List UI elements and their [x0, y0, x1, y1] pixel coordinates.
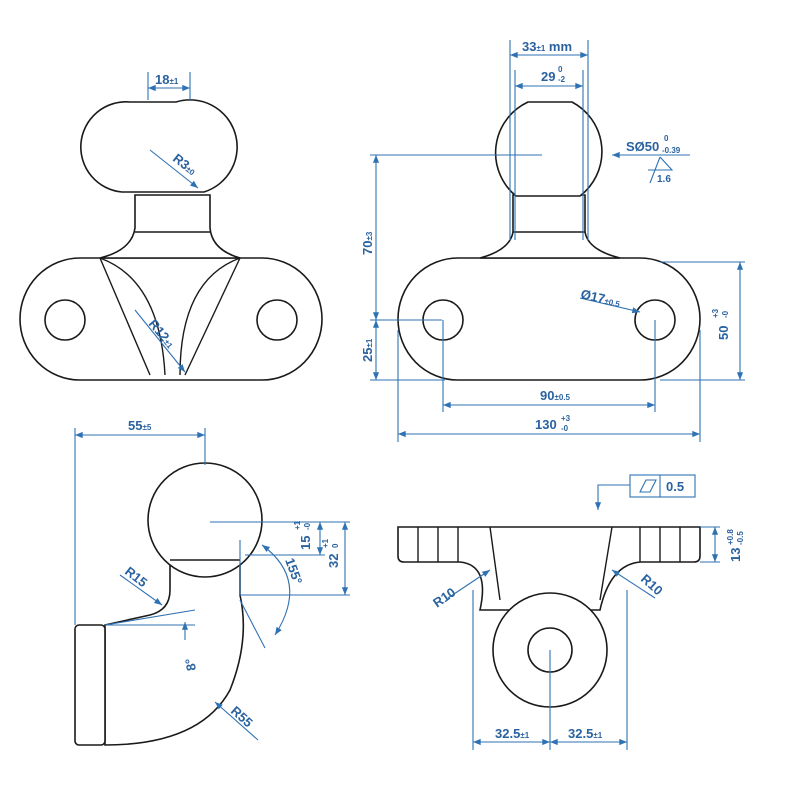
mounting-plate	[19, 257, 323, 381]
dim-width-50: 50	[716, 326, 731, 340]
hook-body	[104, 554, 245, 746]
tol-upper: +0.8	[726, 529, 735, 545]
front-view: 18±1 R3±0 R12±1	[19, 72, 323, 381]
dim-length-130: 130	[535, 417, 557, 432]
dim-height-25: 25±1	[360, 338, 375, 362]
dim-ball-width: 18±1	[155, 72, 179, 87]
dim-hole: Ø17±0.5	[579, 286, 622, 310]
mounting-hole-left	[44, 299, 86, 341]
tol-lower: -0	[561, 424, 569, 433]
flatness-icon	[639, 479, 657, 493]
ball	[494, 101, 603, 197]
tol-upper: +3	[561, 414, 571, 423]
dim-h32: 32	[326, 554, 341, 568]
tol-upper: 0	[558, 65, 563, 74]
tol-lower: -0	[303, 522, 312, 530]
tol-lower: -0.39	[662, 146, 681, 155]
dim-spacing-90: 90±0.5	[540, 388, 571, 403]
profile-view: 55±5 15 +1 -0 32 +1 0 155° R15 8° R55	[74, 418, 350, 746]
dim-sphere: SØ50	[626, 139, 659, 154]
tol-lower: -0.5	[736, 531, 745, 545]
dim-h15: 15	[298, 536, 313, 550]
tol-upper: 0	[664, 134, 669, 143]
tol-lower: -2	[558, 75, 566, 84]
tol-upper: +1	[293, 520, 302, 530]
dim-angle-155: 155°	[282, 556, 305, 586]
flatness-frame: 0.5	[629, 474, 696, 498]
hook-plate	[74, 624, 106, 746]
ball	[80, 99, 238, 193]
tol-lower: 0	[331, 543, 340, 548]
tol-upper: +3	[711, 308, 720, 318]
dim-offset-55: 55±5	[128, 418, 152, 433]
dim-angle-8: 8°	[182, 657, 199, 672]
dim-r10-right: R10	[638, 571, 666, 598]
flange	[397, 526, 701, 611]
dim-thick-13: 13	[728, 548, 743, 562]
gusset	[99, 257, 241, 376]
dim-height-70: 70±3	[360, 231, 375, 255]
dim-r55: R55	[228, 703, 256, 730]
dim-half-right: 32.5±1	[568, 726, 603, 741]
dim-neck-inner: 29	[541, 69, 555, 84]
end-view: 32.5±1 32.5±1 R10 R10 0.5 13 +0.8 -0.5	[397, 474, 745, 750]
neck	[99, 194, 241, 259]
dim-r10-left: R10	[430, 584, 458, 610]
neck	[479, 194, 621, 259]
mounting-hole-right	[256, 299, 298, 341]
dim-r15: R15	[122, 564, 150, 591]
roughness-symbol	[648, 156, 674, 184]
dim-half-left: 32.5±1	[495, 726, 530, 741]
side-view: 33±1 mm 29 0 -2 SØ50 0 -0.39 1.6 70±3 25…	[360, 39, 745, 442]
roughness-value: 1.6	[657, 174, 671, 185]
tol-lower: -0	[721, 310, 730, 318]
dim-neck-width: 33±1 mm	[522, 39, 572, 54]
tol-upper: +1	[321, 538, 330, 548]
flatness-value: 0.5	[666, 479, 684, 494]
mounting-plate	[397, 257, 701, 381]
